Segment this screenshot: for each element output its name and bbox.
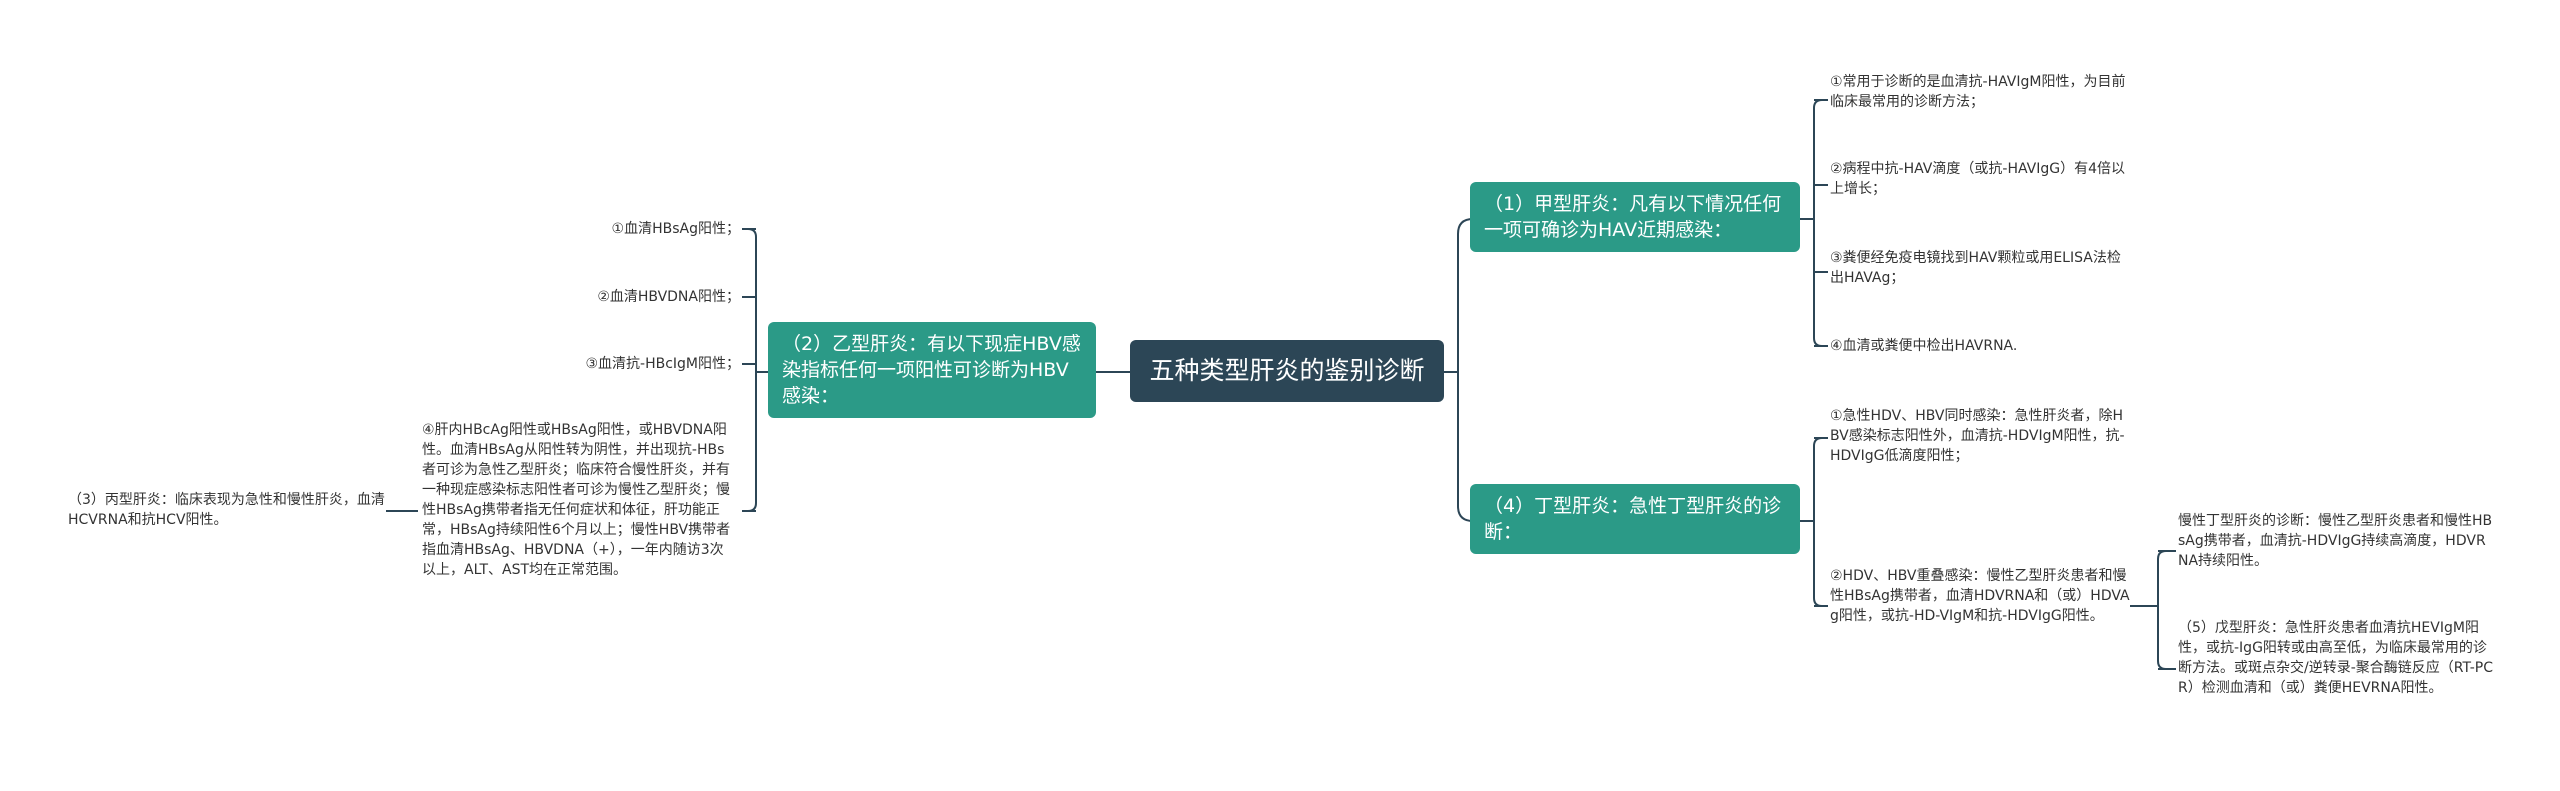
connector-d-bracket <box>1800 437 1823 607</box>
hepatitis-d-item-2: ②HDV、HBV重叠感染：慢性乙型肝炎患者和慢性HBsAg携带者，血清HDVRN… <box>1830 568 2130 624</box>
connector-a-bracket <box>1800 99 1823 347</box>
connector-b-bracket <box>747 228 768 512</box>
topic-hepatitis-d[interactable]: （4）丁型肝炎：急性丁型肝炎的诊断： <box>1470 484 1800 554</box>
hepatitis-b-item-2: ②血清HBVDNA阳性； <box>597 289 740 305</box>
hepatitis-a-item-1: ①常用于诊断的是血清抗-HAVIgM阳性，为目前临床最常用的诊断方法； <box>1830 74 2126 110</box>
hepatitis-b-item-3: ③血清抗-HBcIgM阳性； <box>585 356 740 372</box>
hepatitis-d-sub-item-1: 慢性丁型肝炎的诊断：慢性乙型肝炎患者和慢性HBsAg携带者，血清抗-HDVIgG… <box>2178 513 2493 569</box>
topic-hepatitis-a[interactable]: （1）甲型肝炎：凡有以下情况任何一项可确诊为HAV近期感染： <box>1470 182 1800 252</box>
hepatitis-b-item-4: ④肝内HBcAg阳性或HBsAg阳性，或HBVDNA阳性。血清HBsAg从阳性转… <box>422 422 731 578</box>
hepatitis-a-item-4: ④血清或粪便中检出HAVRNA. <box>1830 338 2018 354</box>
root-topic[interactable]: 五种类型肝炎的鉴别诊断 <box>1130 340 1444 402</box>
hepatitis-e-item: （5）戊型肝炎：急性肝炎患者血清抗HEVIgM阳性，或抗-IgG阳转或由高至低，… <box>2178 620 2494 696</box>
hepatitis-b-item-1: ①血清HBsAg阳性； <box>611 221 740 237</box>
hepatitis-a-item-2: ②病程中抗-HAV滴度（或抗-HAVIgG）有4倍以上增长； <box>1830 161 2125 197</box>
hepatitis-c-item: （3）丙型肝炎：临床表现为急性和慢性肝炎，血清HCVRNA和抗HCV阳性。 <box>68 492 385 528</box>
connector-d-sub-bracket <box>2130 550 2167 670</box>
topic-hepatitis-b[interactable]: （2）乙型肝炎：有以下现症HBV感染指标任何一项阳性可诊断为HBV感染： <box>768 322 1096 418</box>
hepatitis-d-item-1: ①急性HDV、HBV同时感染：急性肝炎者，除HBV感染标志阳性外，血清抗-HDV… <box>1830 408 2125 464</box>
hepatitis-a-item-3: ③粪便经免疫电镜找到HAV颗粒或用ELISA法检出HAVAg； <box>1830 250 2121 286</box>
